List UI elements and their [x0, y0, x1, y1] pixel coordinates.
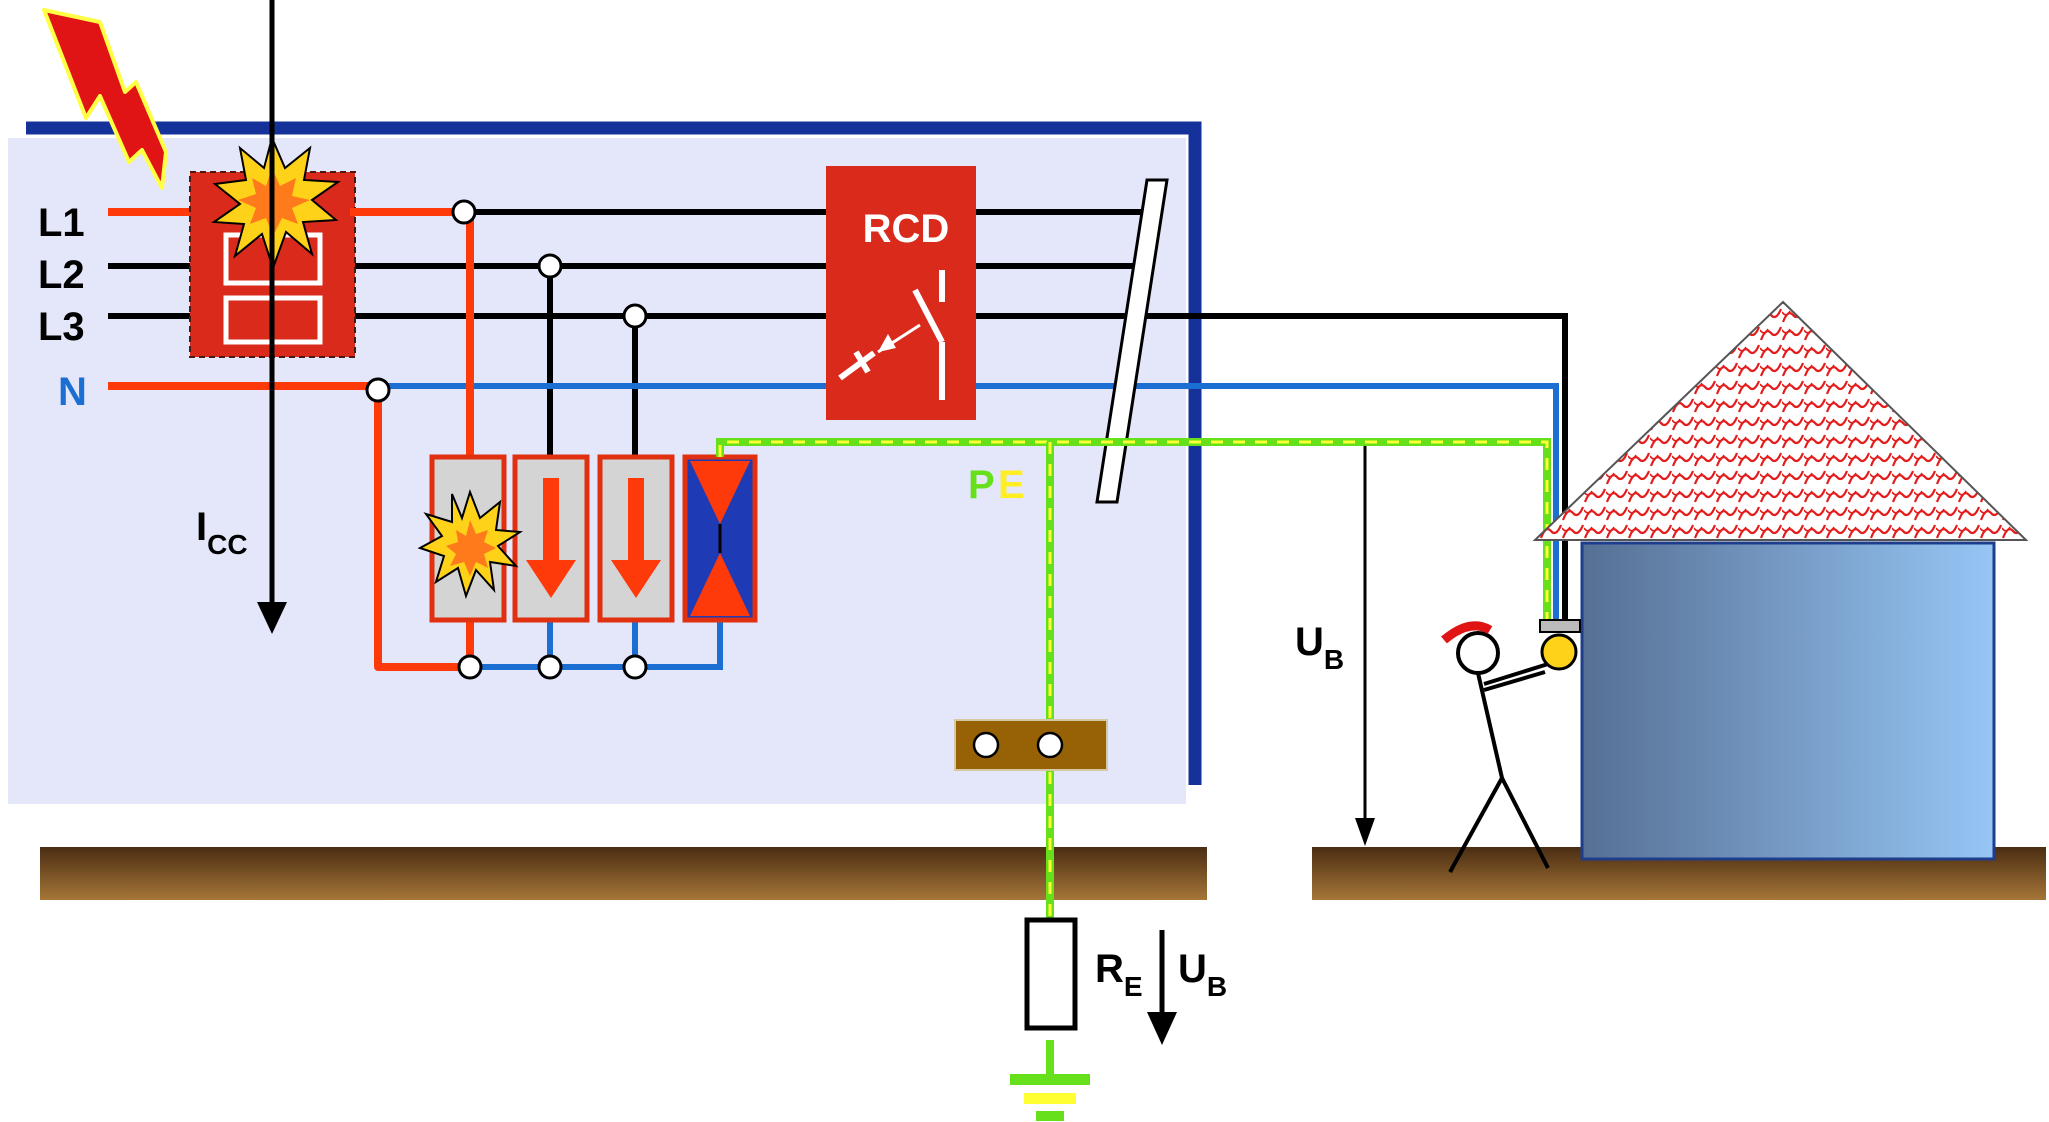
junction-bottom-1 — [457, 654, 483, 680]
ub-arrow-bottom — [1147, 1012, 1177, 1045]
line-n — [375, 383, 1559, 620]
spd-gd-top — [690, 461, 750, 524]
house-icon — [1532, 300, 2029, 861]
ub-touch-arrow — [1355, 818, 1375, 846]
panel-border — [26, 121, 1202, 785]
junction-n — [365, 377, 391, 403]
label-ub-touch: UB — [1295, 620, 1344, 675]
pe-label-e: E — [998, 463, 1025, 507]
earth-terminal — [954, 719, 1108, 771]
spd-arrow-2 — [526, 478, 576, 598]
appliance-lamp-icon — [1540, 633, 1578, 671]
icc-arrow — [257, 602, 287, 634]
label-re: RE — [1095, 947, 1143, 1002]
junction-bottom-3 — [622, 654, 648, 680]
junction-l1 — [451, 199, 477, 225]
rcd-body — [826, 166, 976, 420]
rcd-label: RCD — [863, 207, 950, 251]
house-wall — [1580, 541, 1996, 861]
rcd-trip-arrow — [878, 334, 896, 352]
spd-arrow-3 — [611, 478, 661, 598]
junction-l3 — [622, 303, 648, 329]
earth-resistor — [1024, 917, 1078, 1031]
rcd-switch-blade — [912, 288, 945, 344]
label-ub-earth: UB — [1178, 947, 1227, 1002]
earth-strip-left — [40, 847, 1207, 900]
lightning-bolt-icon — [42, 8, 168, 190]
explosion-spd-core — [446, 520, 496, 576]
appliance-mount — [1539, 619, 1581, 633]
line-break-marker — [1095, 178, 1169, 504]
junction-l2 — [537, 253, 563, 279]
label-l1: L1 — [38, 201, 85, 245]
pe-label-p: P — [968, 463, 995, 507]
junctions — [365, 199, 648, 680]
rcd-device: RCD — [826, 166, 976, 420]
house-roof — [1532, 300, 2029, 541]
surge-protectors — [429, 454, 758, 623]
rcd-trip-bar — [838, 350, 876, 381]
label-n: N — [58, 370, 87, 414]
ground-symbol-icon — [1010, 1074, 1090, 1121]
fault-return-n — [108, 382, 472, 671]
label-l3: L3 — [38, 305, 85, 349]
junction-bottom-2 — [537, 654, 563, 680]
spd-gd-bottom — [690, 553, 750, 616]
label-l2: L2 — [38, 253, 85, 297]
label-icc: ICC — [196, 505, 248, 560]
person-icon — [1441, 621, 1550, 873]
